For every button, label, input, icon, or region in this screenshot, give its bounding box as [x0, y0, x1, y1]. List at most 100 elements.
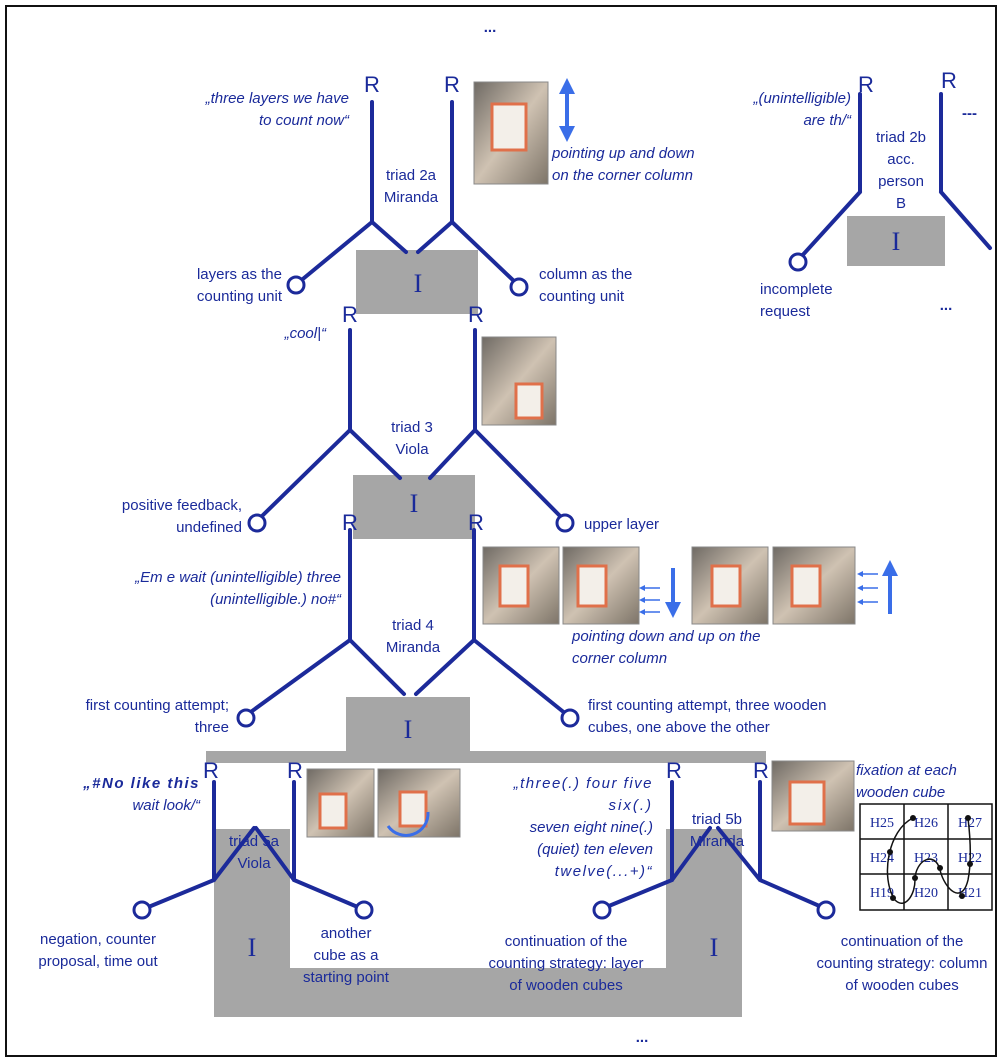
outcome-circle-2a-left	[286, 275, 306, 295]
outcome-circle-5a-right	[354, 900, 374, 920]
quote-4-l1: „Em e wait (unintelligible) three	[134, 569, 341, 586]
outcome-3-left-l2: undefined	[176, 519, 242, 536]
i-label-2a: I	[414, 269, 423, 298]
triad-5b-name: triad 5b	[692, 811, 742, 828]
i-box-3	[353, 475, 475, 539]
grid-cell-r2c0: H19	[870, 886, 894, 901]
outcome-circle-4-right	[560, 708, 580, 728]
triad-2b-person-l3: B	[896, 195, 906, 212]
outcome-2a-right-l1: column as the	[539, 266, 632, 283]
i-label-3: I	[410, 489, 419, 518]
outcome-5b-left-l3: of wooden cubes	[509, 977, 622, 994]
dashes-2b: ---	[962, 105, 977, 122]
i-label-5b: I	[710, 933, 719, 962]
outcome-5b-right-l1: continuation of the	[841, 933, 964, 950]
quote-2b-l2: are th/“	[803, 112, 852, 129]
r-label-5b-right: R	[753, 758, 769, 783]
ellipsis-2b: ...	[940, 297, 953, 314]
bottom-ellipsis: ...	[636, 1029, 649, 1046]
triad-5b: I R R „three(.) four five six(.) seven e…	[488, 758, 993, 994]
r-label-2a-right: R	[444, 72, 460, 97]
grid-cell-r1c1: H23	[914, 851, 938, 866]
grid-cell-r0c0: H25	[870, 816, 894, 831]
triad-5b-person: Miranda	[690, 833, 745, 850]
branch-5a-left	[144, 780, 256, 910]
outcome-circle-2b-left	[788, 252, 808, 272]
triad-5a: I R R „#No like this wait look/“ triad 5…	[38, 758, 742, 1017]
quote-5b-l5: twelve(...+)“	[555, 863, 653, 880]
triad-2b-name: triad 2b	[876, 129, 926, 146]
r-label-3-left: R	[342, 302, 358, 327]
outcome-5b-right-l3: of wooden cubes	[845, 977, 958, 994]
i-box-4	[346, 697, 470, 751]
r-label-2b-left: R	[858, 72, 874, 97]
triad-3-name: triad 3	[391, 419, 433, 436]
r-label-4-left: R	[342, 510, 358, 535]
quote-5a-l1: „#No like this	[82, 775, 200, 792]
triad-5a-person: Viola	[237, 855, 271, 872]
branch-2b-right	[939, 92, 992, 250]
gesture-4-l2: corner column	[572, 650, 667, 667]
outcome-5a-right-l2: cube as a	[313, 947, 379, 964]
outcome-2b-left-l2: request	[760, 303, 811, 320]
quote-2b-l1: „(unintelligible)	[752, 90, 851, 107]
outcome-5a-left-l1: negation, counter	[40, 931, 156, 948]
outcome-4-right-l1: first counting attempt, three wooden	[588, 697, 826, 714]
triad-2a: I R R „three layers we have to count now…	[197, 72, 695, 314]
outcome-4-left-l2: three	[195, 719, 229, 736]
outcome-4-left-l1: first counting attempt;	[86, 697, 229, 714]
outcome-4-right-l2: cubes, one above the other	[588, 719, 770, 736]
i-label-5a: I	[248, 933, 257, 962]
r-label-3-right: R	[468, 302, 484, 327]
branch-5b-left	[602, 780, 712, 910]
quote-2a-l2: to count now“	[259, 112, 350, 129]
branch-5b-right	[716, 780, 826, 910]
grid-cell-r0c2: H27	[958, 816, 982, 831]
quote-5b-l2: six(.)	[609, 797, 654, 814]
r-label-2b-right: R	[941, 68, 957, 93]
outcome-3-right: upper layer	[584, 516, 659, 533]
connector-bar	[206, 751, 766, 763]
outcome-2a-right-l2: counting unit	[539, 288, 625, 305]
triad-2b: I R R --- „(unintelligible) are th/“ tri…	[752, 68, 992, 320]
i-box-2a	[356, 250, 478, 314]
r-label-2a-left: R	[364, 72, 380, 97]
outcome-5a-right-l1: another	[321, 925, 372, 942]
i-label-4: I	[404, 715, 413, 744]
counting-path-curve	[886, 817, 972, 904]
pointing-arrows-4	[639, 571, 878, 615]
photo-3	[481, 336, 557, 426]
branch-3-right	[428, 328, 564, 520]
photo-2a	[473, 81, 549, 185]
i-box-2b	[847, 216, 945, 266]
quote-3: „cool|“	[284, 325, 327, 342]
triad-2b-person-l2: person	[878, 173, 924, 190]
gesture-5b-l2: wooden cube	[856, 784, 945, 801]
cube-grid: H25 H26 H27 H24 H23 H22 H19 H20 H21	[859, 803, 993, 911]
outcome-circle-5a-left	[132, 900, 152, 920]
photos-4	[482, 546, 856, 625]
photos-5a	[306, 768, 461, 838]
r-label-4-right: R	[468, 510, 484, 535]
outcome-5a-right-l3: starting point	[303, 969, 390, 986]
triad-2b-person-l1: acc.	[887, 151, 915, 168]
rotation-arrow-icon	[386, 811, 430, 837]
r-label-5a-left: R	[203, 758, 219, 783]
gesture-2a-l1: pointing up and down	[551, 145, 695, 162]
outcome-circle-3-left	[247, 513, 267, 533]
quote-2a-l1: „three layers we have	[205, 90, 349, 107]
r-label-5a-right: R	[287, 758, 303, 783]
outcome-circle-2a-right	[509, 277, 529, 297]
branch-3-left	[258, 328, 402, 520]
quote-5a-l2: wait look/“	[132, 797, 201, 814]
quote-5b-l4: (quiet) ten eleven	[537, 841, 653, 858]
outcome-2a-left-l1: layers as the	[197, 266, 282, 283]
branch-5a-right	[254, 780, 362, 910]
quote-5b-l1: „three(.) four five	[513, 775, 653, 792]
top-ellipsis: ...	[484, 19, 497, 36]
i-box-5	[214, 829, 742, 1017]
quote-5b-l3: seven eight nine(.)	[530, 819, 653, 836]
outcome-circle-5b-right	[816, 900, 836, 920]
triad-2a-name: triad 2a	[386, 167, 437, 184]
triad-4: I R R „Em e wait (unintelligible) three …	[86, 510, 898, 751]
